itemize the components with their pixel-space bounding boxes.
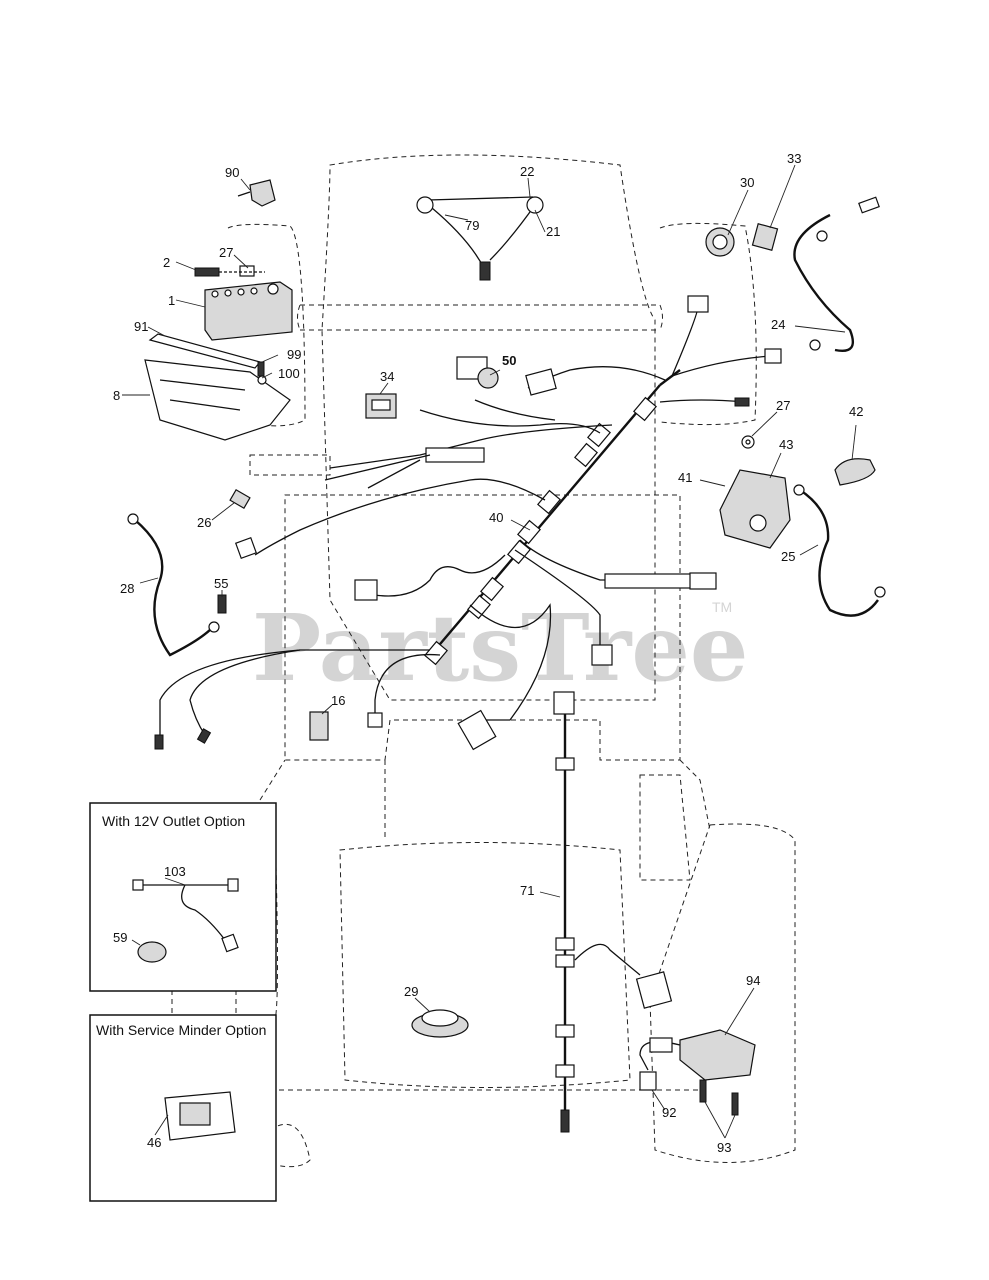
callout-33: 33 <box>787 151 801 166</box>
callout-92: 92 <box>662 1105 676 1120</box>
callout-55: 55 <box>214 576 228 591</box>
callout-59: 59 <box>113 930 127 945</box>
callout-90: 90 <box>225 165 239 180</box>
callout-42: 42 <box>849 404 863 419</box>
watermark-text: PartsTree <box>252 594 748 702</box>
leader-lines <box>122 164 857 1139</box>
callout-2: 2 <box>163 255 170 270</box>
callout-71: 71 <box>520 883 534 898</box>
callout-8: 8 <box>113 388 120 403</box>
callout-27-right: 27 <box>776 398 790 413</box>
watermark: PartsTree TM <box>252 594 748 702</box>
callout-27-top: 27 <box>219 245 233 260</box>
callout-91: 91 <box>134 319 148 334</box>
callout-41: 41 <box>678 470 692 485</box>
callout-50: 50 <box>502 353 516 368</box>
callout-103: 103 <box>164 864 186 879</box>
harness-71 <box>553 691 673 1133</box>
callout-labels: 90 22 79 21 30 33 2 27 1 91 99 100 8 24 … <box>113 151 863 1155</box>
callout-28: 28 <box>120 581 134 596</box>
parts <box>127 179 886 1116</box>
main-wiring-harness <box>154 295 782 751</box>
watermark-tm: TM <box>712 599 732 615</box>
callout-30: 30 <box>740 175 754 190</box>
callout-99: 99 <box>287 347 301 362</box>
service-minder-option-title: With Service Minder Option <box>96 1022 266 1038</box>
callout-79: 79 <box>465 218 479 233</box>
callout-34: 34 <box>380 369 394 384</box>
callout-94: 94 <box>746 973 760 988</box>
tractor-outline <box>171 154 796 1168</box>
callout-25: 25 <box>781 549 795 564</box>
callout-16: 16 <box>331 693 345 708</box>
callout-26: 26 <box>197 515 211 530</box>
callout-46: 46 <box>147 1135 161 1150</box>
service-minder-option-box: With Service Minder Option <box>89 1014 277 1202</box>
callout-24: 24 <box>771 317 785 332</box>
callout-29: 29 <box>404 984 418 999</box>
callout-1: 1 <box>168 293 175 308</box>
outlet-option-title: With 12V Outlet Option <box>102 813 245 829</box>
callout-22: 22 <box>520 164 534 179</box>
callout-40: 40 <box>489 510 503 525</box>
callout-43: 43 <box>779 437 793 452</box>
callout-21: 21 <box>546 224 560 239</box>
callout-93: 93 <box>717 1140 731 1155</box>
outlet-option-box: With 12V Outlet Option <box>89 802 277 992</box>
callout-100: 100 <box>278 366 300 381</box>
